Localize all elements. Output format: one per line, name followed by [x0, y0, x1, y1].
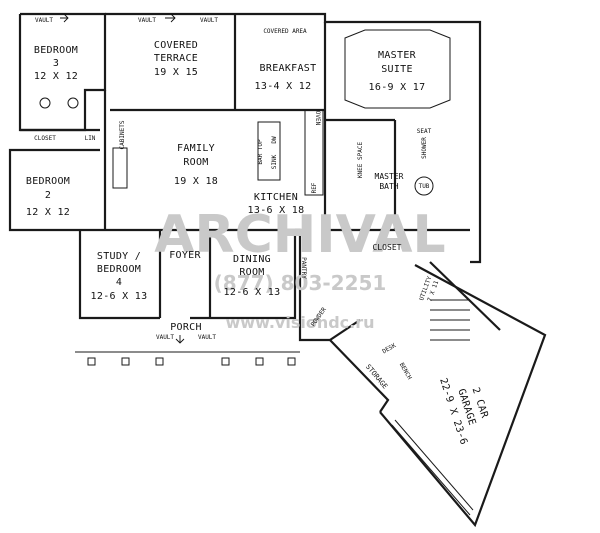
svg-text:13-6 X 18: 13-6 X 18: [248, 205, 305, 216]
covered-area-label: COVERED AREA: [263, 28, 307, 35]
svg-text:BATH: BATH: [379, 182, 398, 191]
master-bath-label: MASTER BATH: [375, 172, 404, 191]
study-label: STUDY / BEDROOM 4 12-6 X 13: [91, 251, 148, 302]
oven-label: OVEN: [314, 111, 321, 126]
svg-text:12-6 X 13: 12-6 X 13: [224, 287, 281, 298]
porch-posts: [75, 351, 300, 366]
svg-text:BEDROOM: BEDROOM: [26, 176, 70, 187]
kitchen-counter: [304, 109, 324, 196]
svg-text:3: 3: [53, 58, 59, 69]
watermark-phone: (877) 803-2251: [214, 271, 387, 295]
svg-text:MASTER: MASTER: [375, 172, 404, 181]
lin-label: LIN: [85, 135, 96, 142]
family-room-label: FAMILY ROOM 19 X 18: [174, 143, 218, 187]
vault-label-3: VAULT: [200, 17, 218, 24]
seat-label: SEAT: [417, 128, 432, 135]
svg-text:13-4 X 12: 13-4 X 12: [255, 81, 312, 92]
svg-text:19 X 15: 19 X 15: [154, 67, 198, 78]
svg-text:12 X 12: 12 X 12: [34, 71, 78, 82]
svg-text:MASTER: MASTER: [378, 50, 417, 61]
master-suite-label: MASTER SUITE 16-9 X 17: [369, 50, 426, 93]
svg-text:BEDROOM: BEDROOM: [97, 264, 141, 275]
exterior-walls: [8, 12, 547, 528]
sink-icon: [39, 97, 51, 109]
dw-label: DW: [271, 136, 278, 144]
svg-text:TERRACE: TERRACE: [154, 53, 198, 64]
desk-label: DESK: [381, 342, 397, 355]
watermark-site: www.visiondc.ru: [226, 313, 375, 332]
bedroom2-label: BEDROOM 2 12 X 12: [26, 176, 70, 218]
watermark-brand: ARCHIVAL: [154, 205, 445, 265]
kitchen-island: [257, 121, 281, 181]
svg-text:ROOM: ROOM: [183, 157, 208, 168]
bench-label: BENCH: [398, 362, 413, 381]
svg-text:COVERED: COVERED: [154, 40, 198, 51]
svg-text:ROOM: ROOM: [239, 267, 264, 278]
garage-door-b: [394, 419, 474, 511]
svg-text:BEDROOM: BEDROOM: [34, 45, 78, 56]
shower-label: SHOWER: [421, 137, 428, 159]
vault-label-5: VAULT: [198, 334, 216, 341]
svg-text:SUITE: SUITE: [381, 64, 413, 75]
garage-label: 2 CAR GARAGE 22-9 X 23-6: [437, 377, 490, 447]
sink-label: SINK: [271, 154, 278, 169]
garage-door-a: [391, 424, 471, 516]
closet-small-label: CLOSET: [34, 135, 56, 142]
terrace-label: COVERED TERRACE 19 X 15: [154, 40, 198, 78]
svg-text:2: 2: [45, 190, 51, 201]
kitchen-label: KITCHEN 13-6 X 18: [248, 192, 305, 216]
vault-label-4: VAULT: [156, 334, 174, 341]
svg-text:BREAKFAST: BREAKFAST: [260, 63, 317, 74]
svg-text:19 X 18: 19 X 18: [174, 176, 218, 187]
foyer-label: FOYER: [169, 250, 201, 261]
knee-space-label: KNEE SPACE: [357, 142, 364, 179]
svg-text:16-9 X 17: 16-9 X 17: [369, 82, 426, 93]
svg-text:12 X 12: 12 X 12: [26, 207, 70, 218]
closet-label: CLOSET: [373, 243, 402, 252]
svg-text:STUDY /: STUDY /: [97, 251, 141, 262]
ref-label: REF: [311, 182, 318, 193]
tub-icon: [414, 176, 434, 196]
toilet-icon: [67, 97, 79, 109]
master-ceiling-outline: [344, 29, 451, 109]
svg-text:DINING: DINING: [233, 254, 271, 265]
pantry-label: PANTRY: [300, 257, 307, 279]
svg-text:4: 4: [116, 277, 122, 288]
vault-label-2: VAULT: [138, 17, 156, 24]
tub-label: TUB: [419, 183, 430, 190]
dining-room-label: DINING ROOM 12-6 X 13: [224, 254, 281, 298]
vault-arrows: [60, 13, 185, 344]
vault-label-1: VAULT: [35, 17, 53, 24]
porch-label: PORCH: [170, 322, 202, 333]
bedroom3-label: BEDROOM 3 12 X 12: [34, 45, 78, 82]
fireplace: [112, 147, 128, 189]
breakfast-label: BREAKFAST 13-4 X 12: [255, 63, 317, 92]
svg-text:FAMILY: FAMILY: [177, 143, 215, 154]
svg-text:12-6 X 13: 12-6 X 13: [91, 291, 148, 302]
cabinets-label: CABINETS: [119, 120, 126, 149]
storage-label: STORAGE: [364, 363, 389, 391]
svg-text:KITCHEN: KITCHEN: [254, 192, 298, 203]
stairs: [430, 299, 470, 341]
bar-top-label: BAR TOP: [257, 139, 264, 165]
